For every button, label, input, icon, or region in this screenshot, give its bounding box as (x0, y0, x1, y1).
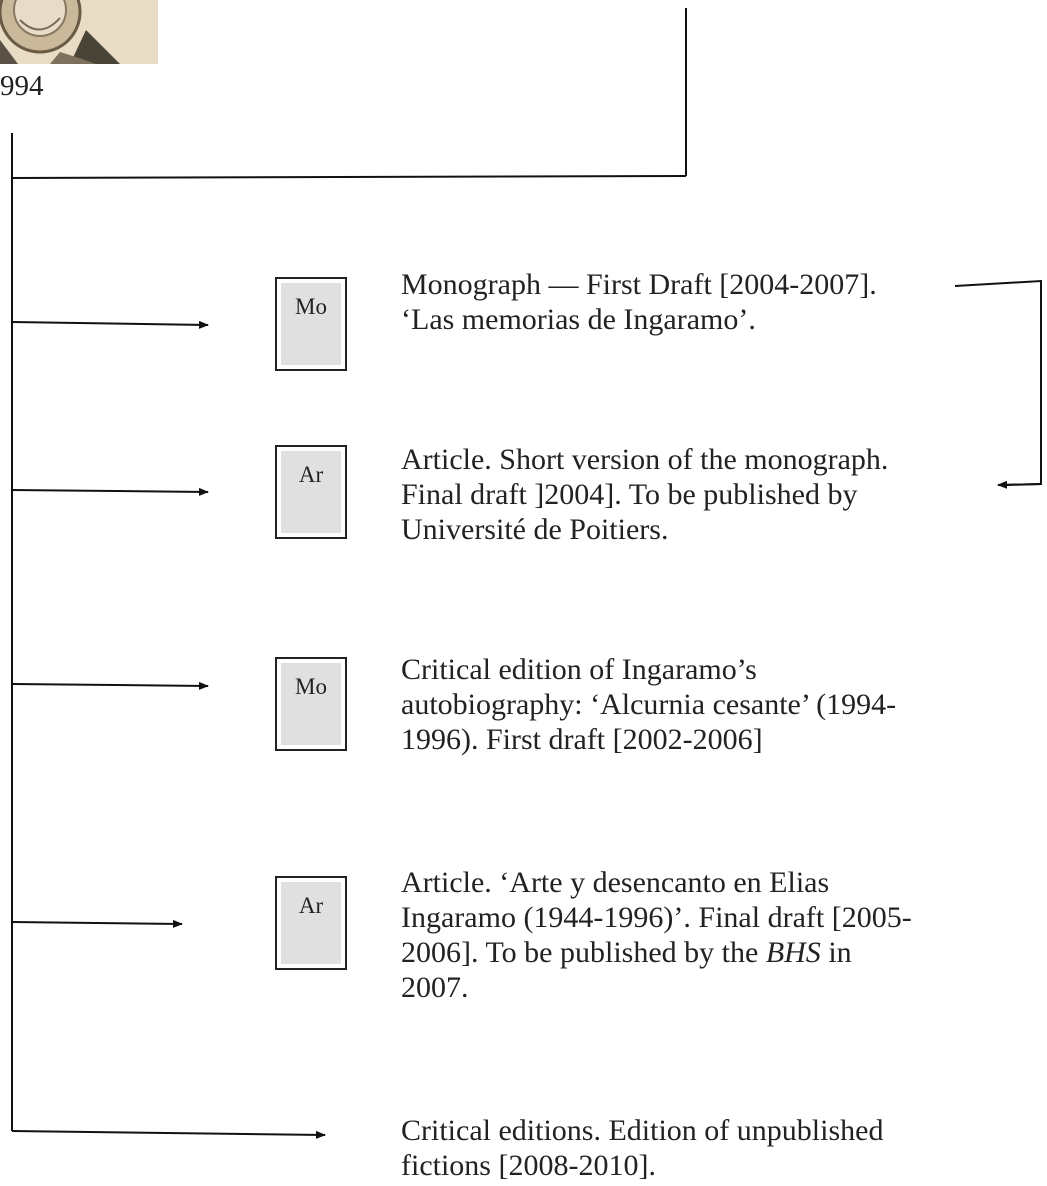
entry-line: 2006]. To be published by the BHS in (401, 935, 912, 970)
branch-arrow-1 (11, 320, 209, 329)
document-icon-article: Ar (275, 876, 347, 970)
document-icon-article: Ar (275, 445, 347, 539)
entry-line: Ingaramo (1944-1996)’. Final draft [2005… (401, 901, 912, 934)
portrait-caption: 994 (0, 70, 44, 102)
entry-line: 1996). First draft [2002-2006] (401, 723, 763, 756)
portrait-image (0, 0, 158, 64)
entry-line: Université de Poitiers. (401, 513, 669, 546)
entry-line: 2007. (401, 971, 469, 1004)
branch-arrow-3 (11, 681, 209, 690)
entry-line: autobiography: ‘Alcurnia cesante’ (1994- (401, 688, 897, 721)
entry-line: Article. ‘Arte y desencanto en Elias (401, 866, 830, 899)
document-code: Ar (298, 462, 324, 487)
entry-line: fictions [2008-2010]. (401, 1149, 656, 1182)
entry-line: ‘Las memorias de Ingaramo’. (401, 303, 756, 336)
journal-abbreviation: BHS (765, 936, 821, 969)
top-connector-horizontal (11, 175, 687, 179)
document-icon-monograph: Mo (275, 277, 347, 371)
entry-line: Monograph — First Draft [2004-2007]. (401, 268, 877, 301)
document-code: Ar (298, 893, 324, 918)
entry-line: Final draft ]2004]. To be published by (401, 478, 858, 511)
entry-line: Article. Short version of the monograph. (401, 443, 889, 476)
branch-arrow-2 (11, 487, 209, 496)
branch-arrow-4 (11, 919, 183, 928)
right-bracket-arrow (997, 480, 1042, 489)
entry-line-part: 2006]. To be published by the (401, 936, 766, 969)
entry-text-4: Article. ‘Arte y desencanto en Elias Ing… (401, 865, 912, 1005)
document-code: Mo (295, 674, 327, 699)
entry-text-2: Article. Short version of the monograph.… (401, 442, 888, 547)
entry-text-1: Monograph — First Draft [2004-2007]. ‘La… (401, 267, 877, 337)
document-code: Mo (295, 294, 327, 319)
entry-text-5: Critical editions. Edition of unpublishe… (401, 1113, 883, 1183)
right-bracket-connector (954, 279, 1042, 486)
document-icon-monograph: Mo (275, 657, 347, 751)
entry-text-3: Critical edition of Ingaramo’s autobiogr… (401, 652, 896, 757)
entry-line: Critical editions. Edition of unpublishe… (401, 1114, 884, 1147)
branch-arrow-5 (11, 1130, 326, 1139)
entry-line: Critical edition of Ingaramo’s (401, 653, 757, 686)
entry-line-part: in (820, 936, 852, 969)
